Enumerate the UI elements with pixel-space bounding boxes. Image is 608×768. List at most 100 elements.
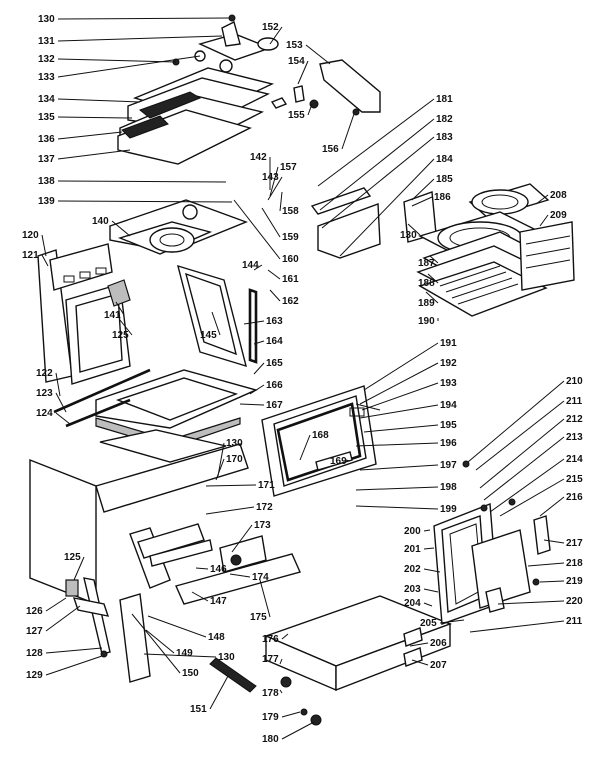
part-label-166: 166 xyxy=(266,380,283,391)
part-label-129: 129 xyxy=(26,670,43,681)
leader-line-212 xyxy=(479,418,565,489)
part-label-202: 202 xyxy=(404,564,421,575)
leader-line-164 xyxy=(253,340,265,345)
leader-line-206 xyxy=(409,642,429,647)
leader-line-143 xyxy=(267,176,283,201)
part-label-125: 125 xyxy=(64,552,81,563)
part-label-136: 136 xyxy=(38,134,55,145)
part-number-labels: 1301311321331341351361371381391401201211… xyxy=(22,14,583,745)
leader-line-169 xyxy=(345,459,351,462)
part-label-180: 180 xyxy=(262,734,279,745)
leader-line-189 xyxy=(425,291,439,304)
part-label-150: 150 xyxy=(182,668,199,679)
leader-line-211 xyxy=(469,620,565,633)
leader-line-125 xyxy=(119,319,133,336)
part-label-194: 194 xyxy=(440,400,457,411)
part-label-130: 130 xyxy=(400,230,417,241)
part-label-131: 131 xyxy=(38,36,55,47)
leader-line-186 xyxy=(411,196,433,207)
leader-line-181 xyxy=(317,98,435,187)
side-panel-assembly xyxy=(433,460,551,625)
leader-line-198 xyxy=(355,486,439,491)
leader-line-203 xyxy=(423,588,439,593)
leader-line-195 xyxy=(363,424,439,433)
part-label-207: 207 xyxy=(430,660,447,671)
part-label-164: 164 xyxy=(266,336,283,347)
leader-line-196 xyxy=(355,442,439,447)
leader-line-163 xyxy=(243,320,265,325)
leader-line-160 xyxy=(233,199,281,260)
leader-line-176 xyxy=(281,633,289,640)
leader-line-156 xyxy=(341,113,355,150)
part-label-124: 124 xyxy=(36,408,53,419)
part-label-216: 216 xyxy=(566,492,583,503)
part-label-185: 185 xyxy=(436,174,453,185)
part-label-137: 137 xyxy=(38,154,55,165)
part-label-145: 145 xyxy=(200,330,217,341)
part-label-141: 141 xyxy=(104,310,121,321)
leader-line-178 xyxy=(279,689,283,694)
part-label-162: 162 xyxy=(282,296,299,307)
part-label-140: 140 xyxy=(92,216,109,227)
part-label-125: 125 xyxy=(112,330,129,341)
leader-line-128 xyxy=(45,647,103,654)
leader-line-202 xyxy=(423,568,441,573)
part-label-133: 133 xyxy=(38,72,55,83)
part-label-151: 151 xyxy=(190,704,207,715)
leader-line-211 xyxy=(475,400,565,471)
leader-line-144 xyxy=(253,264,263,271)
part-label-175: 175 xyxy=(250,612,267,623)
leader-line-147 xyxy=(191,591,209,602)
leader-line-217 xyxy=(543,539,565,544)
leader-line-171 xyxy=(205,484,257,487)
part-label-188: 188 xyxy=(418,278,435,289)
part-label-149: 149 xyxy=(176,648,193,659)
part-label-135: 135 xyxy=(38,112,55,123)
part-label-130: 130 xyxy=(38,14,55,25)
part-label-121: 121 xyxy=(22,250,39,261)
leader-line-173 xyxy=(231,524,253,553)
part-label-122: 122 xyxy=(36,368,53,379)
part-label-208: 208 xyxy=(550,190,567,201)
part-label-192: 192 xyxy=(440,358,457,369)
leader-line-126 xyxy=(45,597,67,612)
leader-line-197 xyxy=(359,464,439,471)
leader-line-199 xyxy=(355,505,439,510)
leader-line-174 xyxy=(229,573,251,578)
leader-line-140 xyxy=(111,220,131,237)
part-label-214: 214 xyxy=(566,454,583,465)
part-label-128: 128 xyxy=(26,648,43,659)
leader-lines xyxy=(41,17,565,740)
leader-line-179 xyxy=(281,711,301,718)
leader-line-145 xyxy=(211,311,221,336)
part-label-189: 189 xyxy=(418,298,435,309)
part-label-173: 173 xyxy=(254,520,271,531)
leader-line-205 xyxy=(439,619,465,624)
leader-line-153 xyxy=(305,44,331,65)
leader-line-209 xyxy=(539,214,549,227)
part-label-143: 143 xyxy=(262,172,279,183)
part-label-213: 213 xyxy=(566,432,583,443)
leader-line-215 xyxy=(499,478,565,517)
part-label-199: 199 xyxy=(440,504,457,515)
leader-line-192 xyxy=(359,362,439,405)
part-label-178: 178 xyxy=(262,688,279,699)
heating-element-coil xyxy=(209,657,257,693)
leader-line-146 xyxy=(195,567,209,570)
part-label-163: 163 xyxy=(266,316,283,327)
part-label-201: 201 xyxy=(404,544,421,555)
leader-line-130 xyxy=(57,17,231,20)
oven-door-assembly xyxy=(261,385,381,497)
leader-line-185 xyxy=(411,178,435,201)
leader-line-188 xyxy=(427,273,439,284)
part-label-176: 176 xyxy=(262,634,279,645)
leader-line-204 xyxy=(423,602,433,607)
leader-line-167 xyxy=(239,403,265,406)
part-label-144: 144 xyxy=(242,260,259,271)
leader-line-166 xyxy=(249,384,265,395)
leader-line-162 xyxy=(269,289,281,302)
part-label-152: 152 xyxy=(262,22,279,33)
leader-line-193 xyxy=(361,382,439,411)
part-label-156: 156 xyxy=(322,144,339,155)
leader-line-175 xyxy=(259,579,271,618)
